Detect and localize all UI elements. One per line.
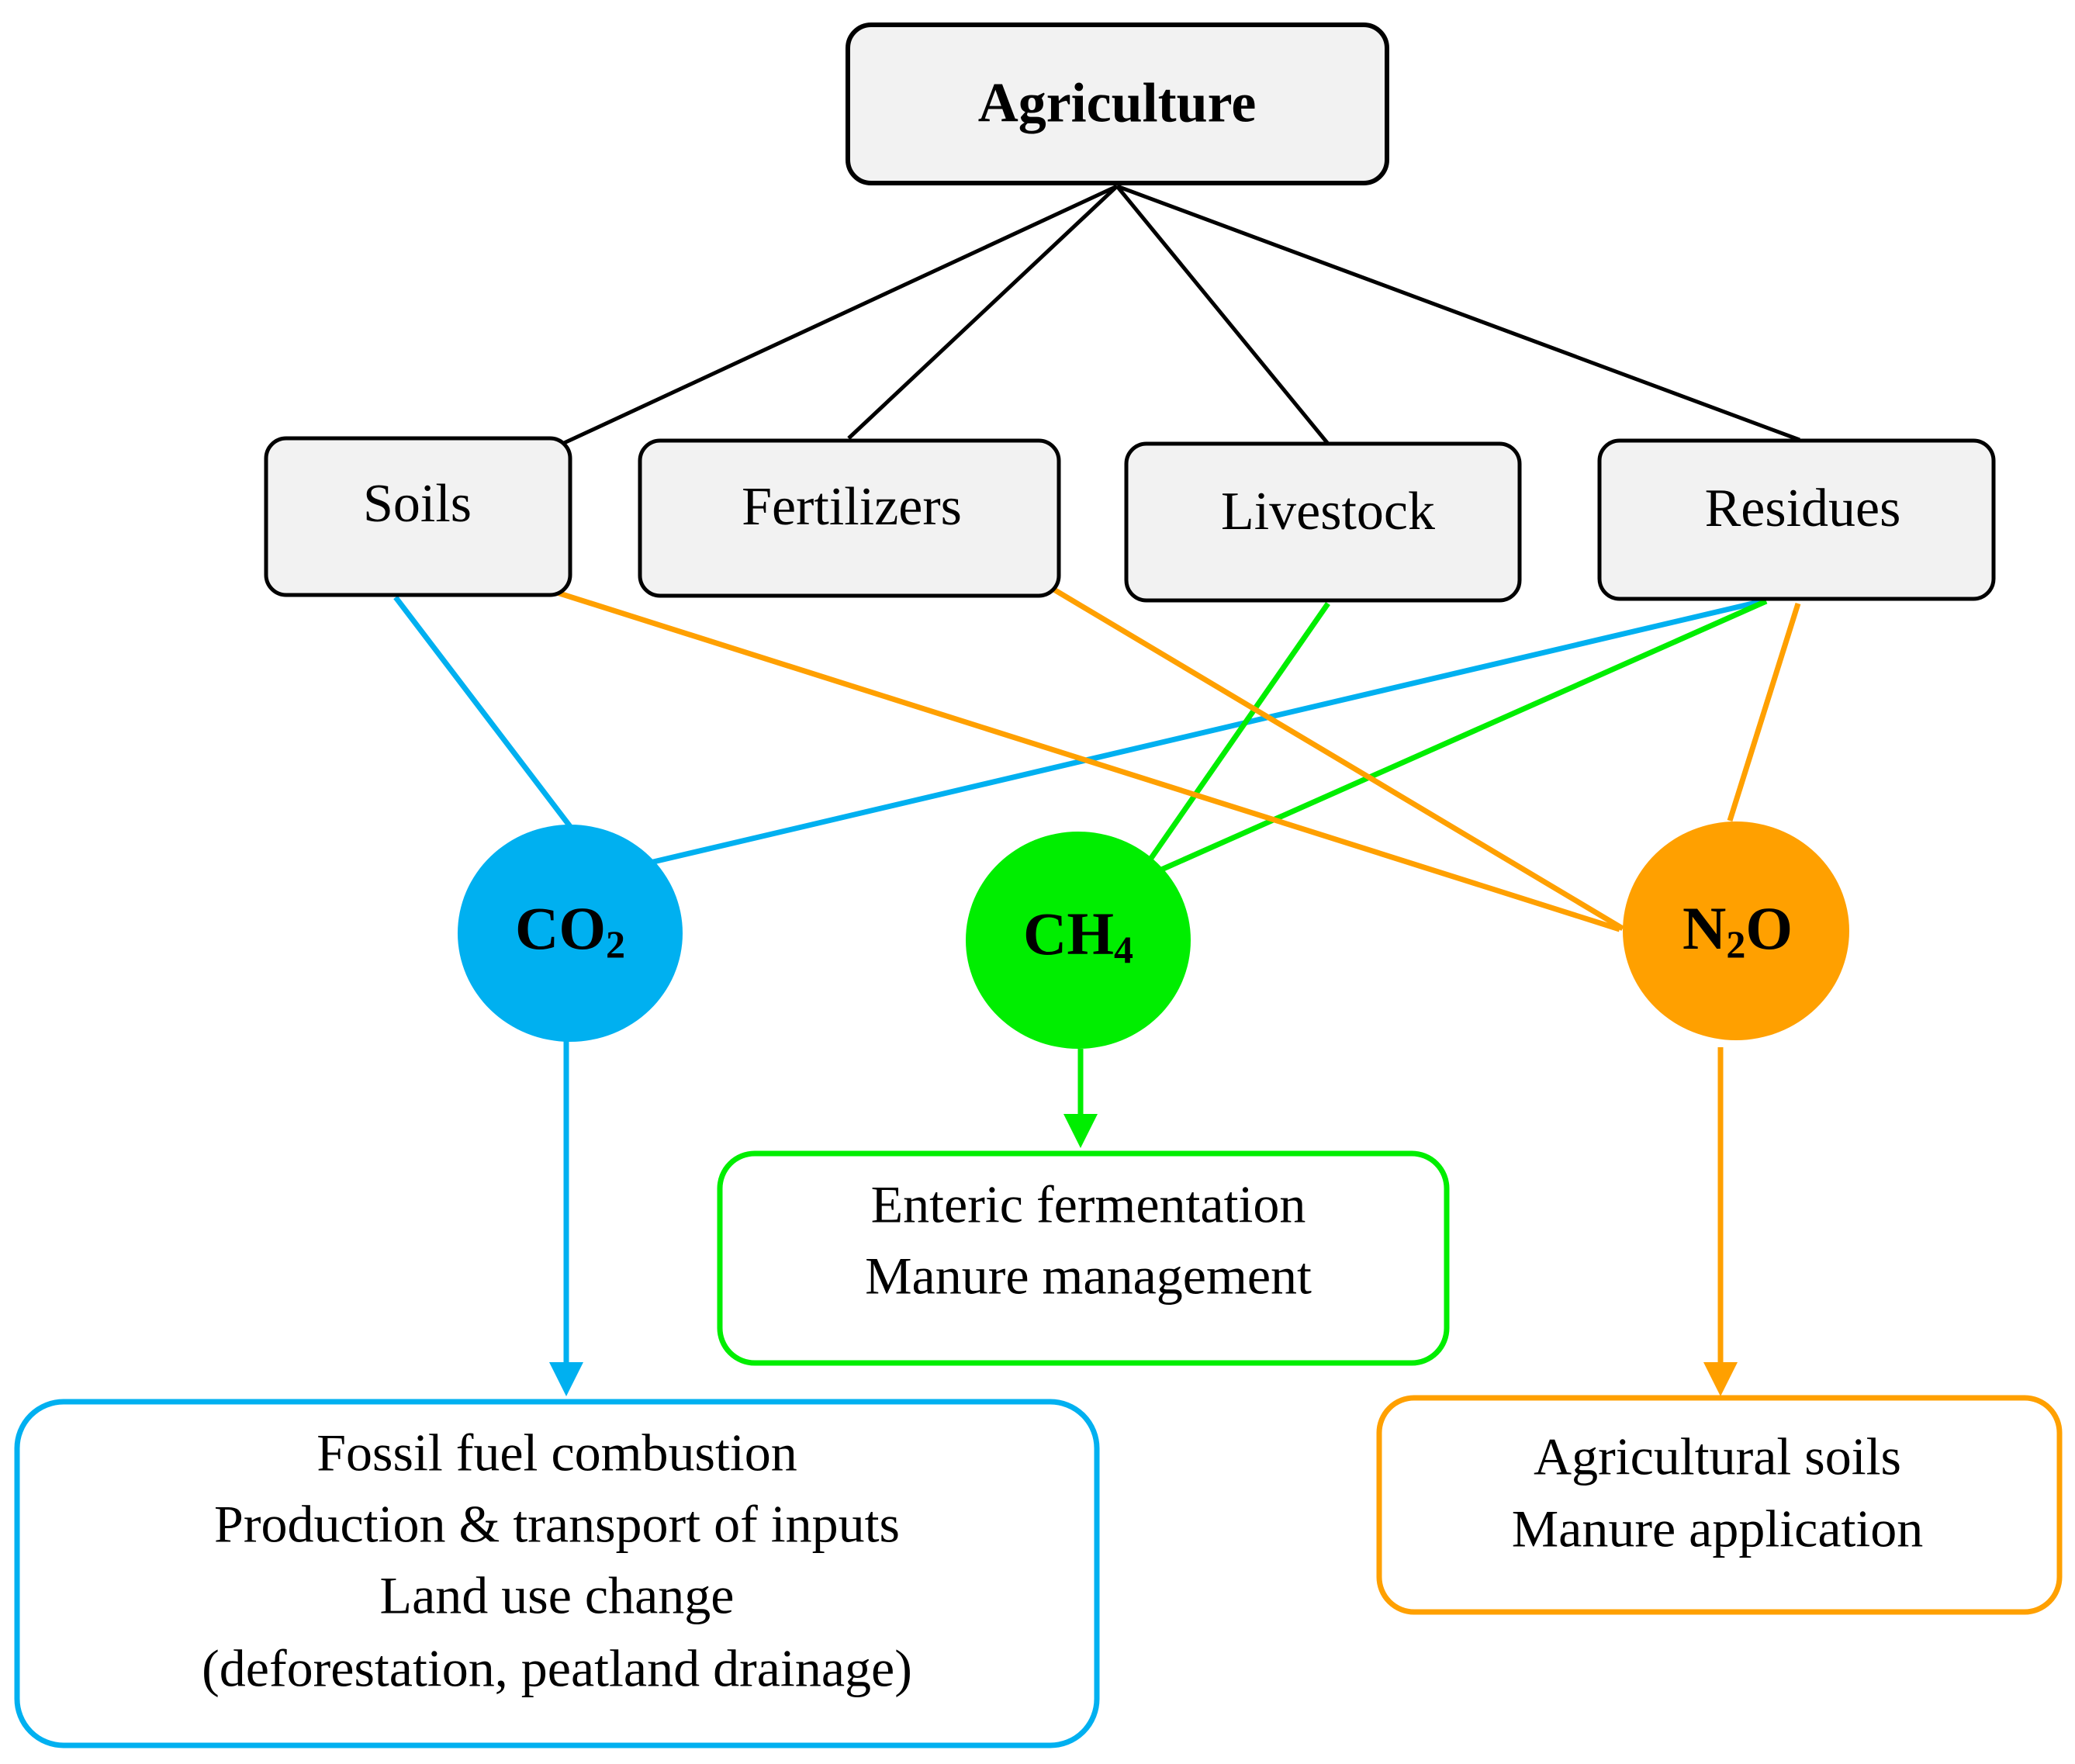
agriculture-label: Agriculture <box>978 72 1257 134</box>
ch4-sources-box <box>717 1150 1450 1366</box>
category-residues: Residues <box>1597 438 1996 601</box>
fertilizers-label: Fertilizers <box>742 477 962 537</box>
co2-source-2: Production & transport of inputs <box>214 1495 900 1554</box>
residues-box <box>1597 438 1996 601</box>
gas-co2: CO2 <box>458 825 683 1042</box>
ch4-source-1: Enteric fermentation <box>871 1175 1306 1234</box>
ch4-subscript: 4 <box>1114 928 1133 971</box>
n2o-main: N <box>1682 894 1726 962</box>
n2o-circle <box>1623 821 1849 1040</box>
source-arrows <box>549 1039 1738 1396</box>
root-connectors <box>561 184 1800 446</box>
connector-root-residues <box>1116 184 1800 442</box>
n2o-source-2: Manure application <box>1512 1499 1924 1558</box>
gas-connectors <box>393 583 1801 932</box>
n2o-tail: O <box>1745 894 1793 962</box>
category-soils: Soils <box>264 436 572 597</box>
co2-subscript: 2 <box>606 922 625 966</box>
category-fertilizers: Fertilizers <box>638 438 1061 598</box>
sources-ch4: Enteric fermentation Manure management <box>717 1150 1450 1366</box>
connector-livestock-ch4 <box>1146 602 1330 864</box>
gas-n2o: N2O <box>1623 821 1849 1040</box>
co2-circle <box>458 825 683 1042</box>
ch4-source-2: Manure management <box>865 1247 1312 1306</box>
co2-source-4: (deforestation, peatland drainage) <box>202 1639 912 1698</box>
category-livestock: Livestock <box>1124 441 1522 603</box>
sources-n2o: Agricultural soils Manure application <box>1376 1395 2063 1615</box>
connector-residues-co2 <box>649 598 1763 866</box>
n2o-subscript: 2 <box>1726 922 1745 966</box>
arrowhead-co2 <box>549 1362 583 1396</box>
n2o-label: N2O <box>1682 894 1793 967</box>
agriculture-node: Agriculture <box>846 22 1389 185</box>
co2-label: CO2 <box>515 894 625 967</box>
connector-root-livestock <box>1115 185 1330 445</box>
arrowhead-n2o <box>1703 1362 1738 1396</box>
agriculture-box <box>846 22 1389 185</box>
connector-soils-co2 <box>393 595 576 834</box>
soils-label: Soils <box>363 474 472 534</box>
residues-label: Residues <box>1705 479 1901 538</box>
connector-fertilizers-n2o <box>1047 583 1624 932</box>
co2-main: CO <box>515 894 606 962</box>
fertilizers-box <box>638 438 1061 598</box>
connector-residues-n2o <box>1727 602 1801 822</box>
connector-residues-ch4 <box>1158 598 1768 873</box>
gas-ch4: CH4 <box>966 832 1191 1049</box>
arrowhead-ch4 <box>1063 1114 1098 1148</box>
connector-root-fertilizers <box>847 185 1119 440</box>
livestock-box <box>1124 441 1522 603</box>
connector-root-soils <box>561 184 1119 446</box>
livestock-label: Livestock <box>1221 482 1435 541</box>
ch4-circle <box>966 832 1191 1049</box>
sources-co2: Fossil fuel combustion Production & tran… <box>14 1399 1100 1748</box>
n2o-source-1: Agricultural soils <box>1534 1427 1901 1486</box>
co2-sources-box <box>14 1399 1100 1748</box>
soils-box <box>264 436 572 597</box>
co2-source-3: Land use change <box>380 1566 735 1625</box>
connector-soils-n2o <box>551 588 1621 932</box>
ch4-main: CH <box>1023 900 1114 967</box>
ch4-label: CH4 <box>1023 900 1133 972</box>
n2o-sources-box <box>1376 1395 2063 1615</box>
co2-source-1: Fossil fuel combustion <box>316 1423 797 1482</box>
